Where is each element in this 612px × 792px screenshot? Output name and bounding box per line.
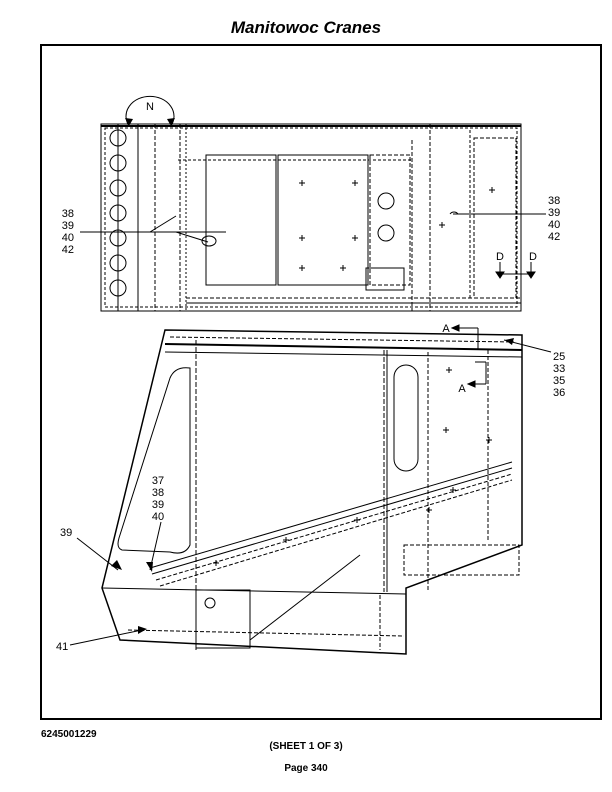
callout-39: 39 xyxy=(62,220,74,232)
callout-38: 38 xyxy=(152,487,164,499)
view-d-left: D xyxy=(496,251,504,263)
page-title: Manitowoc Cranes xyxy=(230,18,382,37)
callout-36: 36 xyxy=(553,387,565,399)
callout-group-right-top: 38 39 40 42 xyxy=(548,195,560,243)
porthole-column xyxy=(109,129,127,297)
callout-42: 42 xyxy=(62,244,74,256)
callout-40: 40 xyxy=(152,511,164,523)
document-number: 6245001229 xyxy=(41,729,97,740)
drawing-frame xyxy=(40,44,602,720)
fastener-marks xyxy=(213,180,495,566)
callout-33: 33 xyxy=(553,363,565,375)
page-number: Page 340 xyxy=(284,763,328,774)
callout-38: 38 xyxy=(548,195,560,207)
callout-38: 38 xyxy=(62,208,74,220)
callout-41: 41 xyxy=(56,641,68,653)
top-view-outline xyxy=(100,123,522,312)
callout-37: 37 xyxy=(152,475,164,487)
callout-group-left-mid: 37 38 39 40 xyxy=(152,475,164,523)
callout-39-left: 39 xyxy=(60,527,72,539)
callout-35: 35 xyxy=(553,375,565,387)
callout-42: 42 xyxy=(548,231,560,243)
view-d-right: D xyxy=(529,251,537,263)
callout-39: 39 xyxy=(152,499,164,511)
view-a-top: A xyxy=(442,323,450,335)
callout-40: 40 xyxy=(548,219,560,231)
side-view-outline xyxy=(101,329,523,655)
callout-40: 40 xyxy=(62,232,74,244)
north-label: N xyxy=(146,101,154,113)
callout-group-left-top: 38 39 40 42 xyxy=(62,208,74,256)
callout-group-right-mid: 25 33 35 36 xyxy=(553,351,565,399)
view-a-bottom: A xyxy=(458,383,466,395)
sheet-indicator: (SHEET 1 OF 3) xyxy=(269,741,343,752)
callout-39: 39 xyxy=(548,207,560,219)
callout-25: 25 xyxy=(553,351,565,363)
